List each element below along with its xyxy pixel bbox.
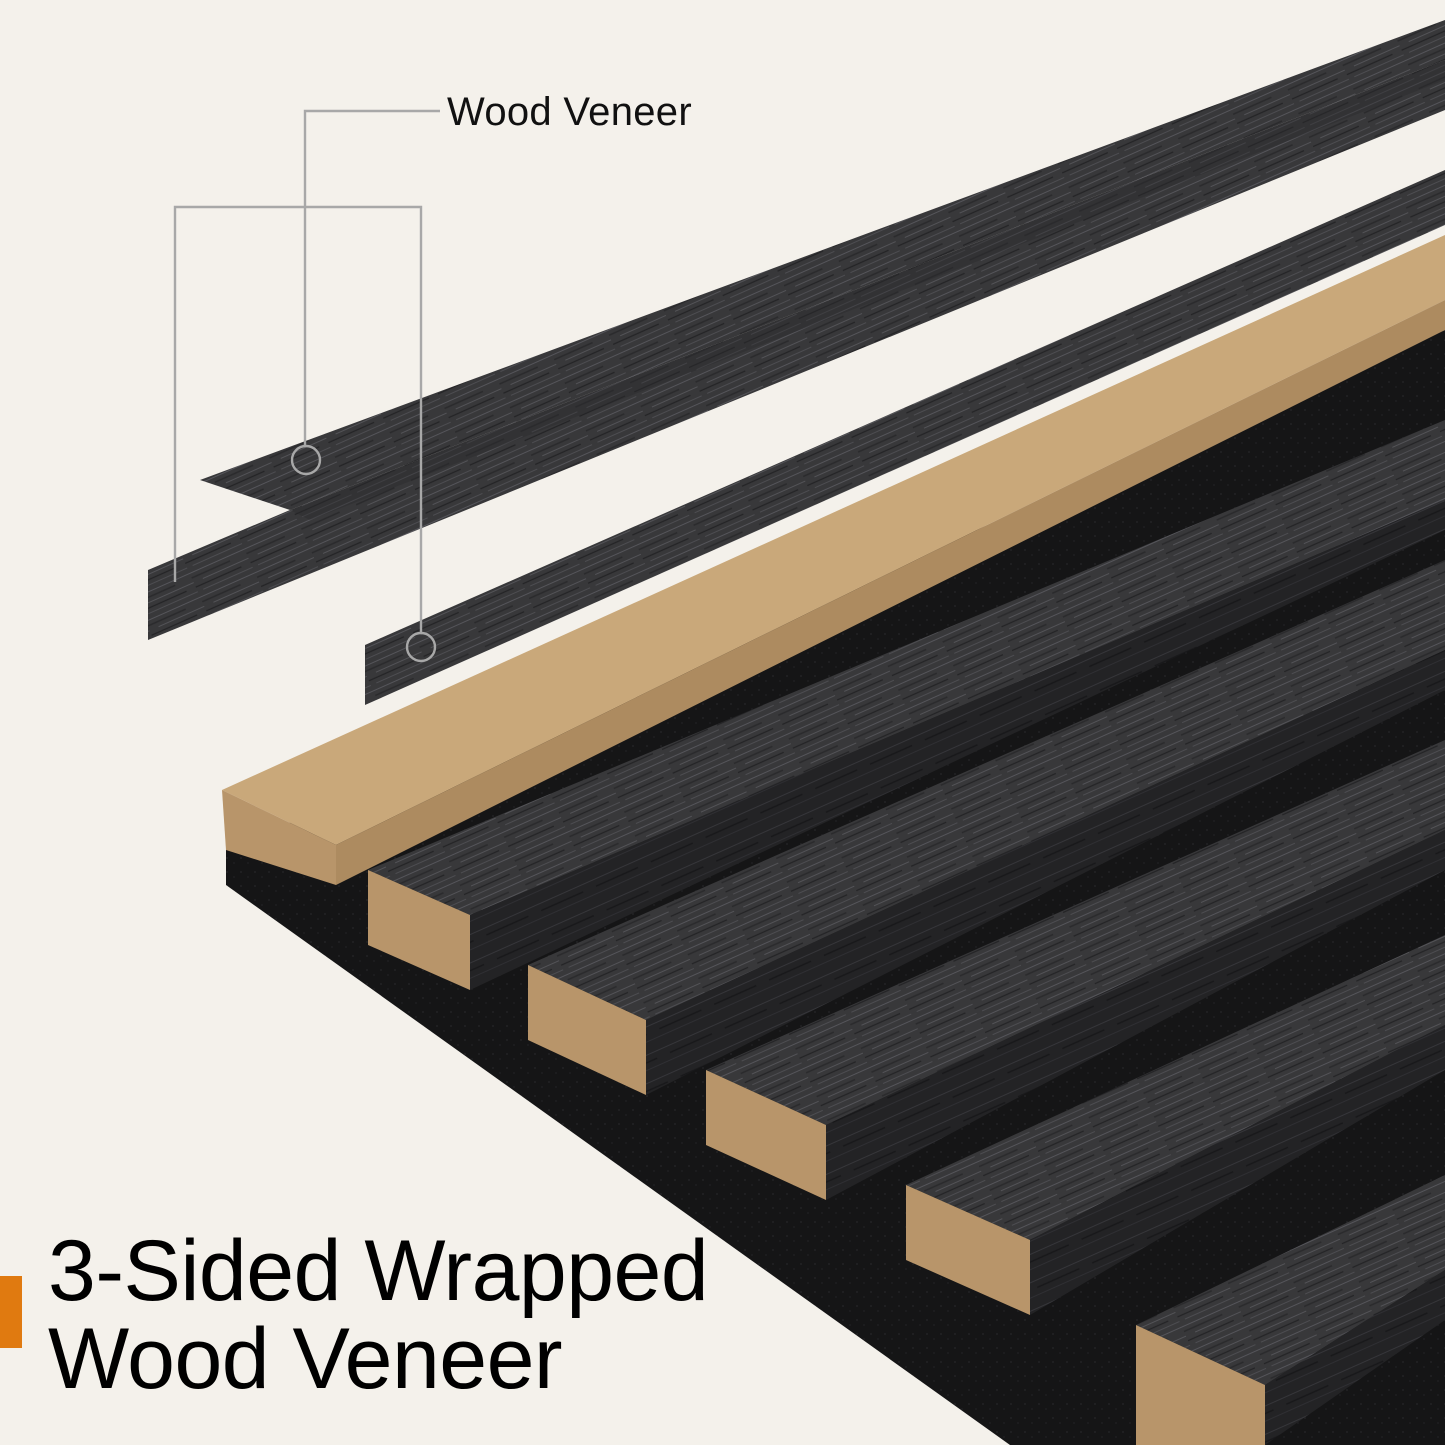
title-line-2: Wood Veneer [48,1311,563,1407]
mdf-end-face [528,965,646,1095]
mdf-end-face [368,870,470,990]
wood-veneer-strip-side [365,170,1445,705]
wood-veneer-strip-top [148,20,1445,640]
mdf-core [222,235,1445,885]
title-line-1: 3-Sided Wrapped [48,1223,709,1319]
mdf-end-face [1136,1325,1265,1445]
slat-panel-with-felt-backing [368,420,1445,1445]
callout-target-circle [405,631,437,663]
callout-target-circle [290,444,322,476]
mdf-end-face [706,1070,826,1200]
callout-leader [173,109,440,663]
title-accent-bar [0,1276,22,1348]
callout-label-wood-veneer: Wood Veneer [447,90,692,134]
mdf-end-face [906,1185,1030,1315]
